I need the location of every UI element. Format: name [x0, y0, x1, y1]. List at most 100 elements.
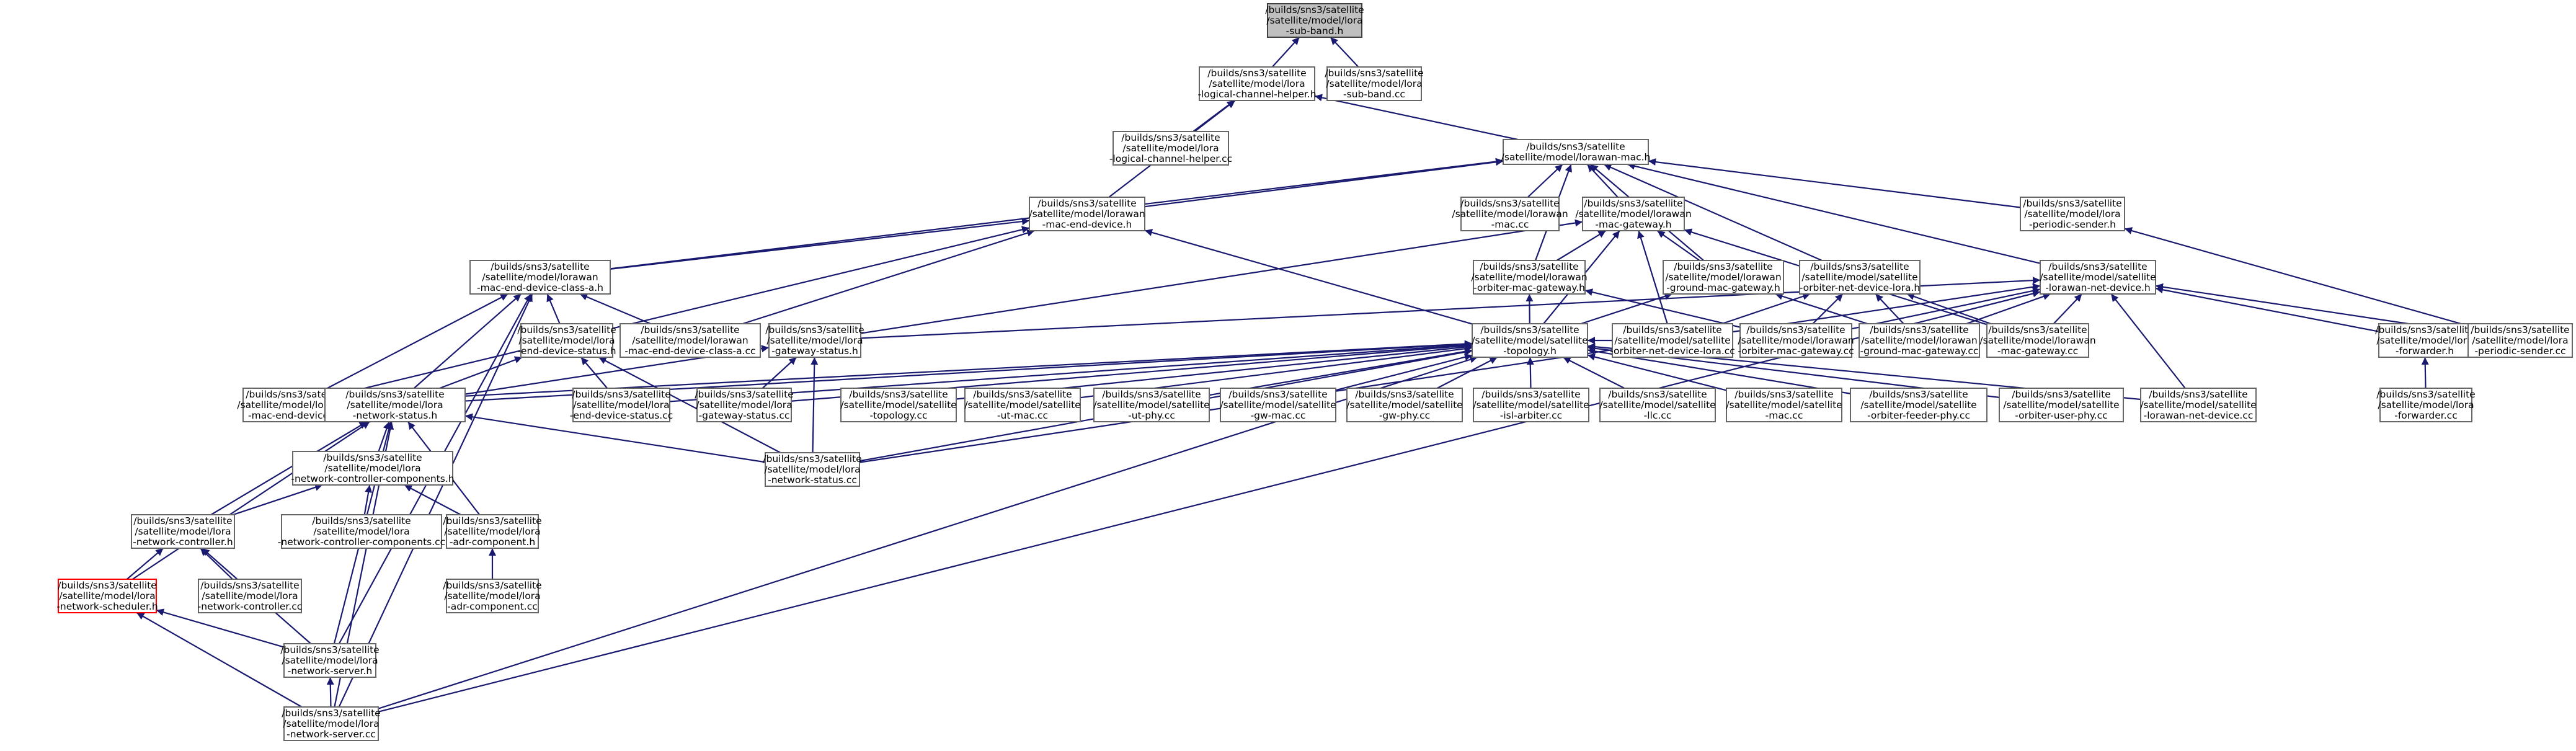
node-label-line: /satellite/model/satellite	[2040, 272, 2156, 283]
node-box	[1472, 323, 1588, 358]
node-mac-end-device-h[interactable]: /builds/sns3/satellite/satellite/model/l…	[1029, 197, 1145, 231]
node-network-server-h[interactable]: /builds/sns3/satellite/satellite/model/l…	[280, 643, 380, 678]
node-label-line: -llc.cc	[1644, 410, 1672, 421]
node-mac-end-device-cc[interactable]: /builds/sns3/satellite/satellite/model/l…	[237, 388, 353, 422]
dependency-edge-lorawan_net_device_cc-to-lorawan_net_device_h	[2110, 293, 2186, 389]
node-orbiter-user-phy-cc[interactable]: /builds/sns3/satellite/satellite/model/s…	[1999, 388, 2124, 422]
node-label-line: -gateway-status.cc	[699, 410, 790, 421]
node-lorawan-mac-h[interactable]: /builds/sns3/satellite/satellite/model/l…	[1501, 139, 1651, 165]
node-label-line: -mac-end-device.cc	[248, 410, 342, 421]
node-label-line: /builds/sns3/satellite	[1869, 389, 1968, 400]
node-label-line: /satellite/model/satellite	[964, 399, 1080, 411]
node-label-line: -sub-band.cc	[1343, 89, 1405, 100]
node-gateway-status-h[interactable]: /builds/sns3/satellite/satellite/model/l…	[765, 323, 864, 358]
node-mac-gateway-h[interactable]: /builds/sns3/satellite/satellite/model/l…	[1575, 197, 1692, 231]
node-box	[1029, 197, 1145, 231]
node-network-status-h[interactable]: /builds/sns3/satellite/satellite/model/l…	[324, 388, 466, 422]
node-ut-phy-cc[interactable]: /builds/sns3/satellite/satellite/model/s…	[1093, 388, 1210, 422]
node-orbiter-feeder-phy-cc[interactable]: /builds/sns3/satellite/satellite/model/s…	[1850, 388, 1988, 422]
node-topology-cc[interactable]: /builds/sns3/satellite/satellite/model/s…	[840, 388, 957, 422]
dependency-edge-network_server_cc-to-mac_end_device_class_a_h	[338, 293, 533, 708]
node-periodic-sender-cc[interactable]: /builds/sns3/satellite/satellite/model/l…	[2467, 323, 2573, 358]
node-mac-end-device-class-a-h[interactable]: /builds/sns3/satellite/satellite/model/l…	[469, 260, 611, 295]
node-network-controller-h[interactable]: /builds/sns3/satellite/satellite/model/l…	[131, 514, 235, 549]
node-box	[446, 514, 539, 549]
node-end-device-status-cc[interactable]: /builds/sns3/satellite/satellite/model/l…	[570, 388, 673, 422]
node-label-line: -ground-mac-gateway.h	[1666, 282, 1780, 293]
node-label-line: -orbiter-feeder-phy.cc	[1867, 410, 1970, 421]
node-box	[1850, 388, 1988, 422]
node-label-line: -mac.cc	[1765, 410, 1803, 421]
node-lorawan-mac-cc[interactable]: /builds/sns3/satellite/satellite/model/l…	[1452, 197, 1568, 231]
dependency-edge-mac_end_device_class_a_h-to-mac_end_device_h	[610, 218, 1030, 270]
node-label-line: /builds/sns3/satellite	[763, 453, 861, 464]
node-label-line: /builds/sns3/satellite	[282, 708, 380, 719]
dependency-edge-mac_end_device_cc-to-topology_h	[347, 340, 1473, 403]
node-label-line: /satellite/model/satellite	[1346, 399, 1462, 411]
node-network-controller-components-cc[interactable]: /builds/sns3/satellite/satellite/model/l…	[278, 514, 445, 549]
node-isl-arbiter-cc[interactable]: /builds/sns3/satellite/satellite/model/s…	[1473, 388, 1589, 422]
node-lch-helper-h[interactable]: /builds/sns3/satellite/satellite/model/l…	[1197, 66, 1317, 101]
dependency-edge-gw_mac_cc-to-topology_h	[1335, 353, 1473, 391]
node-subband-cc[interactable]: /builds/sns3/satellite/satellite/model/l…	[1325, 66, 1424, 101]
node-label-line: -mac.cc	[1491, 219, 1529, 230]
node-label-line: -network-status.cc	[768, 474, 857, 486]
node-gateway-status-cc[interactable]: /builds/sns3/satellite/satellite/model/l…	[695, 388, 794, 422]
node-box	[520, 323, 613, 358]
node-forwarder-h[interactable]: /builds/sns3/satellite/satellite/model/l…	[2375, 323, 2474, 358]
node-subband-h[interactable]: /builds/sns3/satellite/satellite/model/l…	[1265, 3, 1364, 38]
node-llc-cc[interactable]: /builds/sns3/satellite/satellite/model/s…	[1599, 388, 1716, 422]
node-label-line: /satellite/model/lora	[2376, 335, 2472, 346]
node-lorawan-net-device-h[interactable]: /builds/sns3/satellite/satellite/model/s…	[2040, 260, 2156, 295]
node-box	[283, 643, 376, 678]
node-orbiter-mac-gateway-cc[interactable]: /builds/sns3/satellite/satellite/model/l…	[1738, 323, 1854, 358]
node-label-line: -network-status.h	[353, 410, 438, 421]
node-mac-gateway-cc[interactable]: /builds/sns3/satellite/satellite/model/l…	[1979, 323, 2096, 358]
node-gw-phy-cc[interactable]: /builds/sns3/satellite/satellite/model/s…	[1346, 388, 1463, 422]
node-label-line: /satellite/model/lora	[59, 590, 155, 602]
node-box	[2040, 260, 2156, 295]
dependency-edge-ground_mac_gateway_cc-to-lorawan_net_device_h	[1966, 293, 2051, 325]
node-end-device-status-h[interactable]: /builds/sns3/satellite/satellite/model/l…	[517, 323, 616, 358]
node-gw-mac-cc[interactable]: /builds/sns3/satellite/satellite/model/s…	[1220, 388, 1336, 422]
dependency-edge-lch_helper_h-to-subband_h	[1271, 37, 1300, 68]
node-ground-mac-gateway-cc[interactable]: /builds/sns3/satellite/satellite/model/l…	[1859, 323, 1980, 358]
node-label-line: -periodic-sender.cc	[2474, 345, 2565, 357]
node-network-controller-components-h[interactable]: /builds/sns3/satellite/satellite/model/l…	[291, 451, 455, 486]
node-topology-h[interactable]: /builds/sns3/satellite/satellite/model/s…	[1472, 323, 1588, 358]
node-label-line: /builds/sns3/satellite	[695, 389, 793, 400]
node-label-line: /satellite/model/satellite	[2003, 399, 2119, 411]
node-network-scheduler-h[interactable]: /builds/sns3/satellite/satellite/model/l…	[56, 579, 158, 613]
dependency-edge-forwarder_cc-to-forwarder_h	[2421, 357, 2429, 389]
node-lorawan-net-device-cc[interactable]: /builds/sns3/satellite/satellite/model/s…	[2140, 388, 2257, 422]
node-box	[1739, 323, 1852, 358]
node-label-line: /satellite/model/satellite	[2140, 399, 2256, 411]
node-ground-mac-gateway-h[interactable]: /builds/sns3/satellite/satellite/model/l…	[1663, 260, 1784, 295]
node-mac-end-device-class-a-cc[interactable]: /builds/sns3/satellite/satellite/model/l…	[620, 323, 761, 358]
node-adr-component-cc[interactable]: /builds/sns3/satellite/satellite/model/l…	[443, 579, 542, 613]
node-label-line: /satellite/model/satellite	[1599, 399, 1715, 411]
node-mac-cc[interactable]: /builds/sns3/satellite/satellite/model/s…	[1726, 388, 1842, 422]
node-network-server-cc[interactable]: /builds/sns3/satellite/satellite/model/l…	[282, 706, 381, 741]
dependency-edge-lorawan_mac_cc-to-lorawan_mac_h	[1527, 164, 1563, 198]
node-network-status-cc[interactable]: /builds/sns3/satellite/satellite/model/l…	[763, 452, 862, 487]
node-ut-mac-cc[interactable]: /builds/sns3/satellite/satellite/model/s…	[964, 388, 1081, 422]
node-adr-component-h[interactable]: /builds/sns3/satellite/satellite/model/l…	[443, 514, 542, 549]
node-label-line: /satellite/model/lorawan	[632, 335, 748, 346]
node-orbiter-net-device-lora-h[interactable]: /builds/sns3/satellite/satellite/model/s…	[1799, 260, 1921, 295]
node-box	[1999, 388, 2124, 422]
node-label-line: /builds/sns3/satellite	[641, 324, 739, 336]
node-label-line: /satellite/model/lora	[696, 399, 792, 411]
node-label-line: -logical-channel-helper.h	[1197, 89, 1316, 100]
node-orbiter-net-device-lora-cc[interactable]: /builds/sns3/satellite/satellite/model/s…	[1610, 323, 1735, 358]
node-label-line: -ut-phy.cc	[1128, 410, 1175, 421]
node-forwarder-cc[interactable]: /builds/sns3/satellite/satellite/model/l…	[2376, 388, 2476, 422]
node-label-line: -gw-phy.cc	[1379, 410, 1430, 421]
node-periodic-sender-h[interactable]: /builds/sns3/satellite/satellite/model/l…	[2020, 197, 2125, 231]
node-network-controller-cc[interactable]: /builds/sns3/satellite/satellite/model/l…	[198, 579, 303, 613]
node-label-line: /builds/sns3/satellite	[1102, 389, 1201, 400]
dependency-edge-network_controller_cc-to-network_controller_h	[200, 548, 233, 580]
node-orbiter-mac-gateway-h[interactable]: /builds/sns3/satellite/satellite/model/l…	[1471, 260, 1588, 295]
node-lch-helper-cc[interactable]: /builds/sns3/satellite/satellite/model/l…	[1109, 131, 1232, 166]
